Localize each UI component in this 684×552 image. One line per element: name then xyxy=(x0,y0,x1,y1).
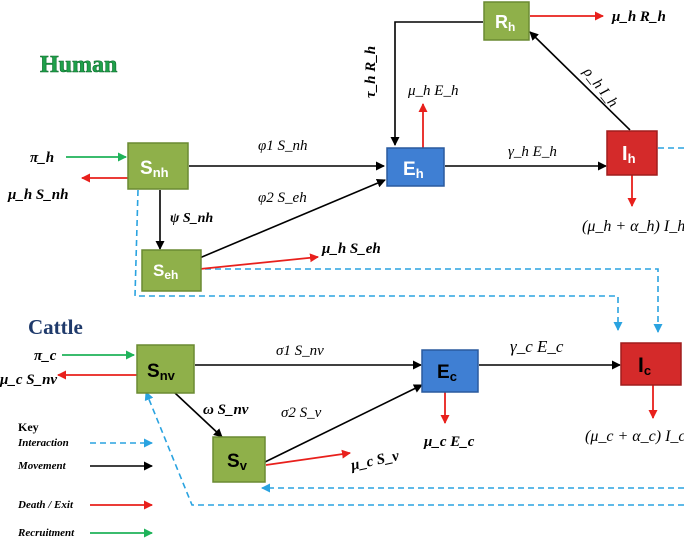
node-snv-sub: nv xyxy=(160,368,176,383)
svg-text:Eh: Eh xyxy=(403,159,424,181)
node-snh-main: S xyxy=(140,158,153,179)
arrow-rh-to-eh xyxy=(390,21,483,146)
node-rh-sub: h xyxy=(508,20,515,34)
svg-text:Seh: Seh xyxy=(153,261,178,282)
svg-text:Ic: Ic xyxy=(638,354,651,378)
node-ec-sub: c xyxy=(450,369,457,384)
label-sigma2-sv: σ2 S_v xyxy=(281,405,322,421)
label-tau-h-rh: τ_h R_h xyxy=(363,46,379,98)
node-ih-sub: h xyxy=(628,151,636,166)
legend-interaction-label: Interaction xyxy=(17,437,69,449)
label-psi-snh: ψ S_nh xyxy=(170,211,213,226)
recruitment-arrows xyxy=(62,152,135,360)
label-gamma-c-ec: γ_c E_c xyxy=(510,337,564,356)
death-sv xyxy=(265,449,351,466)
human-section-title: Human xyxy=(40,52,117,78)
node-snh-sub: nh xyxy=(153,165,169,180)
legend-recruitment-label: Recruitment xyxy=(17,527,75,539)
label-mu-h-eh: μ_h E_h xyxy=(407,83,458,99)
legend-title: Key xyxy=(18,420,39,434)
label-mu-c-sv: μ_c S_v xyxy=(349,448,401,474)
label-mu-h-seh: μ_h S_eh xyxy=(321,241,381,257)
node-eh-sub: h xyxy=(416,166,424,181)
label-mu-alpha-c-ic: (μ_c + α_c) I_c xyxy=(585,428,684,445)
node-seh-sub: eh xyxy=(164,268,178,282)
node-ih: Ih xyxy=(606,130,658,176)
node-eh-main: E xyxy=(403,159,416,180)
label-mu-h-rh: μ_h R_h xyxy=(611,9,666,25)
arrow-seh-to-eh xyxy=(189,178,386,263)
label-phi2-seh: φ2 S_eh xyxy=(258,190,307,206)
label-sigma1-snv: σ1 S_nv xyxy=(276,343,324,359)
label-omega-snv: ω S_nv xyxy=(203,402,249,418)
interaction-seh-to-ic xyxy=(205,268,663,333)
node-snv: Snv xyxy=(136,344,195,394)
node-eh: Eh xyxy=(386,147,445,187)
legend: Key Interaction Movement Death / Exit Re… xyxy=(17,420,153,539)
svg-text:Rh: Rh xyxy=(495,12,515,34)
label-phi1-snh: φ1 S_nh xyxy=(258,138,308,154)
arrow-snv-to-sv xyxy=(174,392,223,438)
node-snv-main: S xyxy=(147,361,160,382)
arrow-sv-to-ec xyxy=(264,384,423,463)
node-seh: Seh xyxy=(141,249,202,292)
node-seh-main: S xyxy=(153,261,164,280)
death-arrows xyxy=(57,11,658,466)
interaction-snh-to-ic xyxy=(134,189,623,331)
label-gamma-h-eh: γ_h E_h xyxy=(508,144,557,160)
label-mu-h-snh: μ_h S_nh xyxy=(7,187,68,203)
label-mu-c-snv: μ_c S_nv xyxy=(0,372,57,388)
node-ec-main: E xyxy=(437,362,450,383)
node-sv: Sv xyxy=(212,436,266,483)
label-pi-h: π_h xyxy=(30,150,54,166)
node-ic: Ic xyxy=(620,342,682,386)
svg-text:Ec: Ec xyxy=(437,362,457,384)
label-mu-alpha-h-ih: (μ_h + α_h) I_h xyxy=(582,218,684,235)
death-seh xyxy=(189,253,319,271)
node-sv-sub: v xyxy=(240,458,248,473)
movement-arrows xyxy=(155,21,631,463)
node-rh-main: R xyxy=(495,12,508,32)
legend-movement-label: Movement xyxy=(17,460,67,472)
node-ic-main: I xyxy=(638,354,644,377)
node-sv-main: S xyxy=(227,451,240,472)
svg-text:Snh: Snh xyxy=(140,158,169,180)
interaction-return-to-snv xyxy=(144,391,684,506)
node-ih-main: I xyxy=(622,143,628,165)
label-mu-c-ec: μ_c E_c xyxy=(423,434,475,450)
legend-death-label: Death / Exit xyxy=(17,499,74,511)
svg-text:Sv: Sv xyxy=(227,451,248,473)
interaction-lines xyxy=(134,147,684,506)
svg-text:Ih: Ih xyxy=(622,143,636,166)
label-pi-c: π_c xyxy=(34,348,57,364)
node-rh: Rh xyxy=(483,1,530,41)
cattle-section-title: Cattle xyxy=(28,315,83,339)
svg-text:Snv: Snv xyxy=(147,361,176,383)
arrow-ih-to-rh xyxy=(529,31,631,131)
node-ic-sub: c xyxy=(644,363,651,378)
node-snh: Snh xyxy=(127,142,189,190)
node-ec: Ec xyxy=(421,349,479,393)
